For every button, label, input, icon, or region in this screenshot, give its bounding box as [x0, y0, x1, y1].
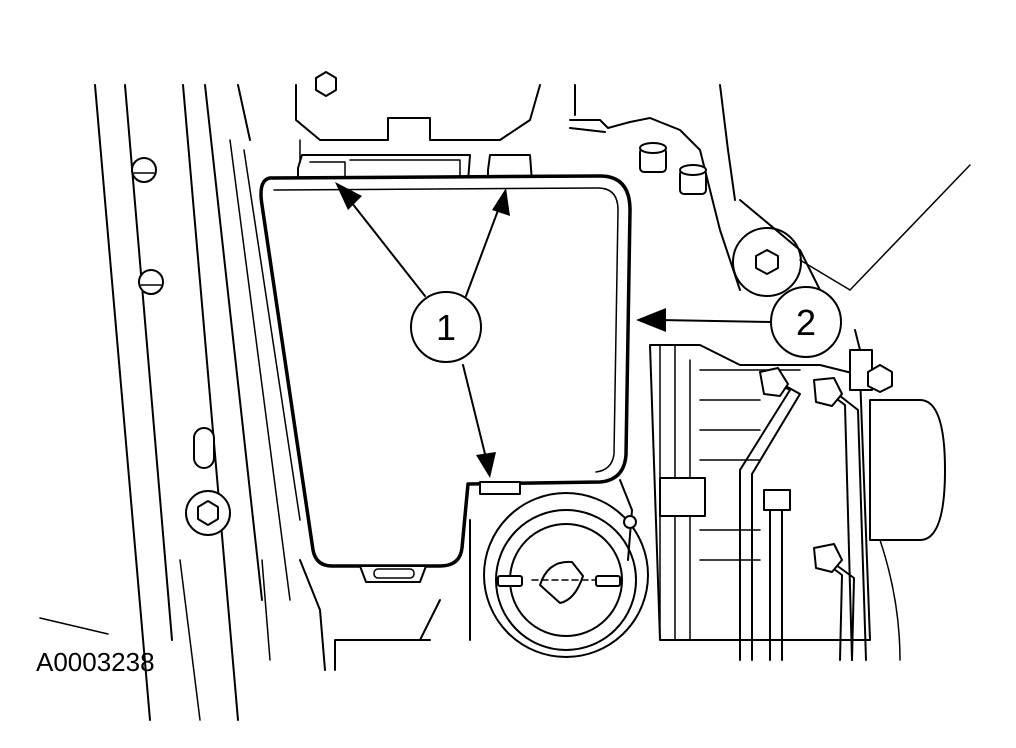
stud-upper [639, 142, 667, 173]
stud-lower [679, 164, 707, 195]
line-fitting-2 [813, 377, 843, 407]
panel-clip-upper [131, 157, 157, 183]
arrow-head-1c [476, 452, 496, 478]
arrow-head-1b [492, 188, 510, 216]
engine-bay-components [569, 84, 971, 297]
hcu-band [659, 477, 706, 517]
top-bracket [295, 71, 541, 161]
callout-1: 1 [335, 182, 510, 478]
panel-slot [193, 427, 215, 469]
left-body-panel [94, 84, 301, 721]
pump-motor [869, 399, 946, 541]
cover-outline [259, 174, 632, 568]
cover-bottom-clip [479, 481, 521, 495]
callout-2-label: 2 [796, 302, 816, 343]
callout-1-circle [410, 291, 482, 363]
panel-clip-lower [138, 269, 164, 295]
figure-id-group: A0003238 [36, 617, 155, 677]
figure-id: A0003238 [36, 647, 155, 677]
callout-1-label: 1 [436, 307, 456, 348]
hydraulic-unit [649, 329, 946, 661]
lower-bracket [261, 559, 441, 671]
line-fitting-4 [763, 489, 791, 511]
line-fitting-3 [813, 543, 843, 573]
reservoir-cap [469, 479, 649, 658]
callout-2-circle [770, 286, 842, 358]
top-bolt [315, 71, 337, 97]
arrow-head-1a [335, 182, 362, 210]
callout-2: 2 [636, 286, 842, 358]
arrow-head-2 [636, 308, 666, 332]
module-cover [259, 154, 632, 583]
line-fitting-1 [759, 367, 789, 397]
